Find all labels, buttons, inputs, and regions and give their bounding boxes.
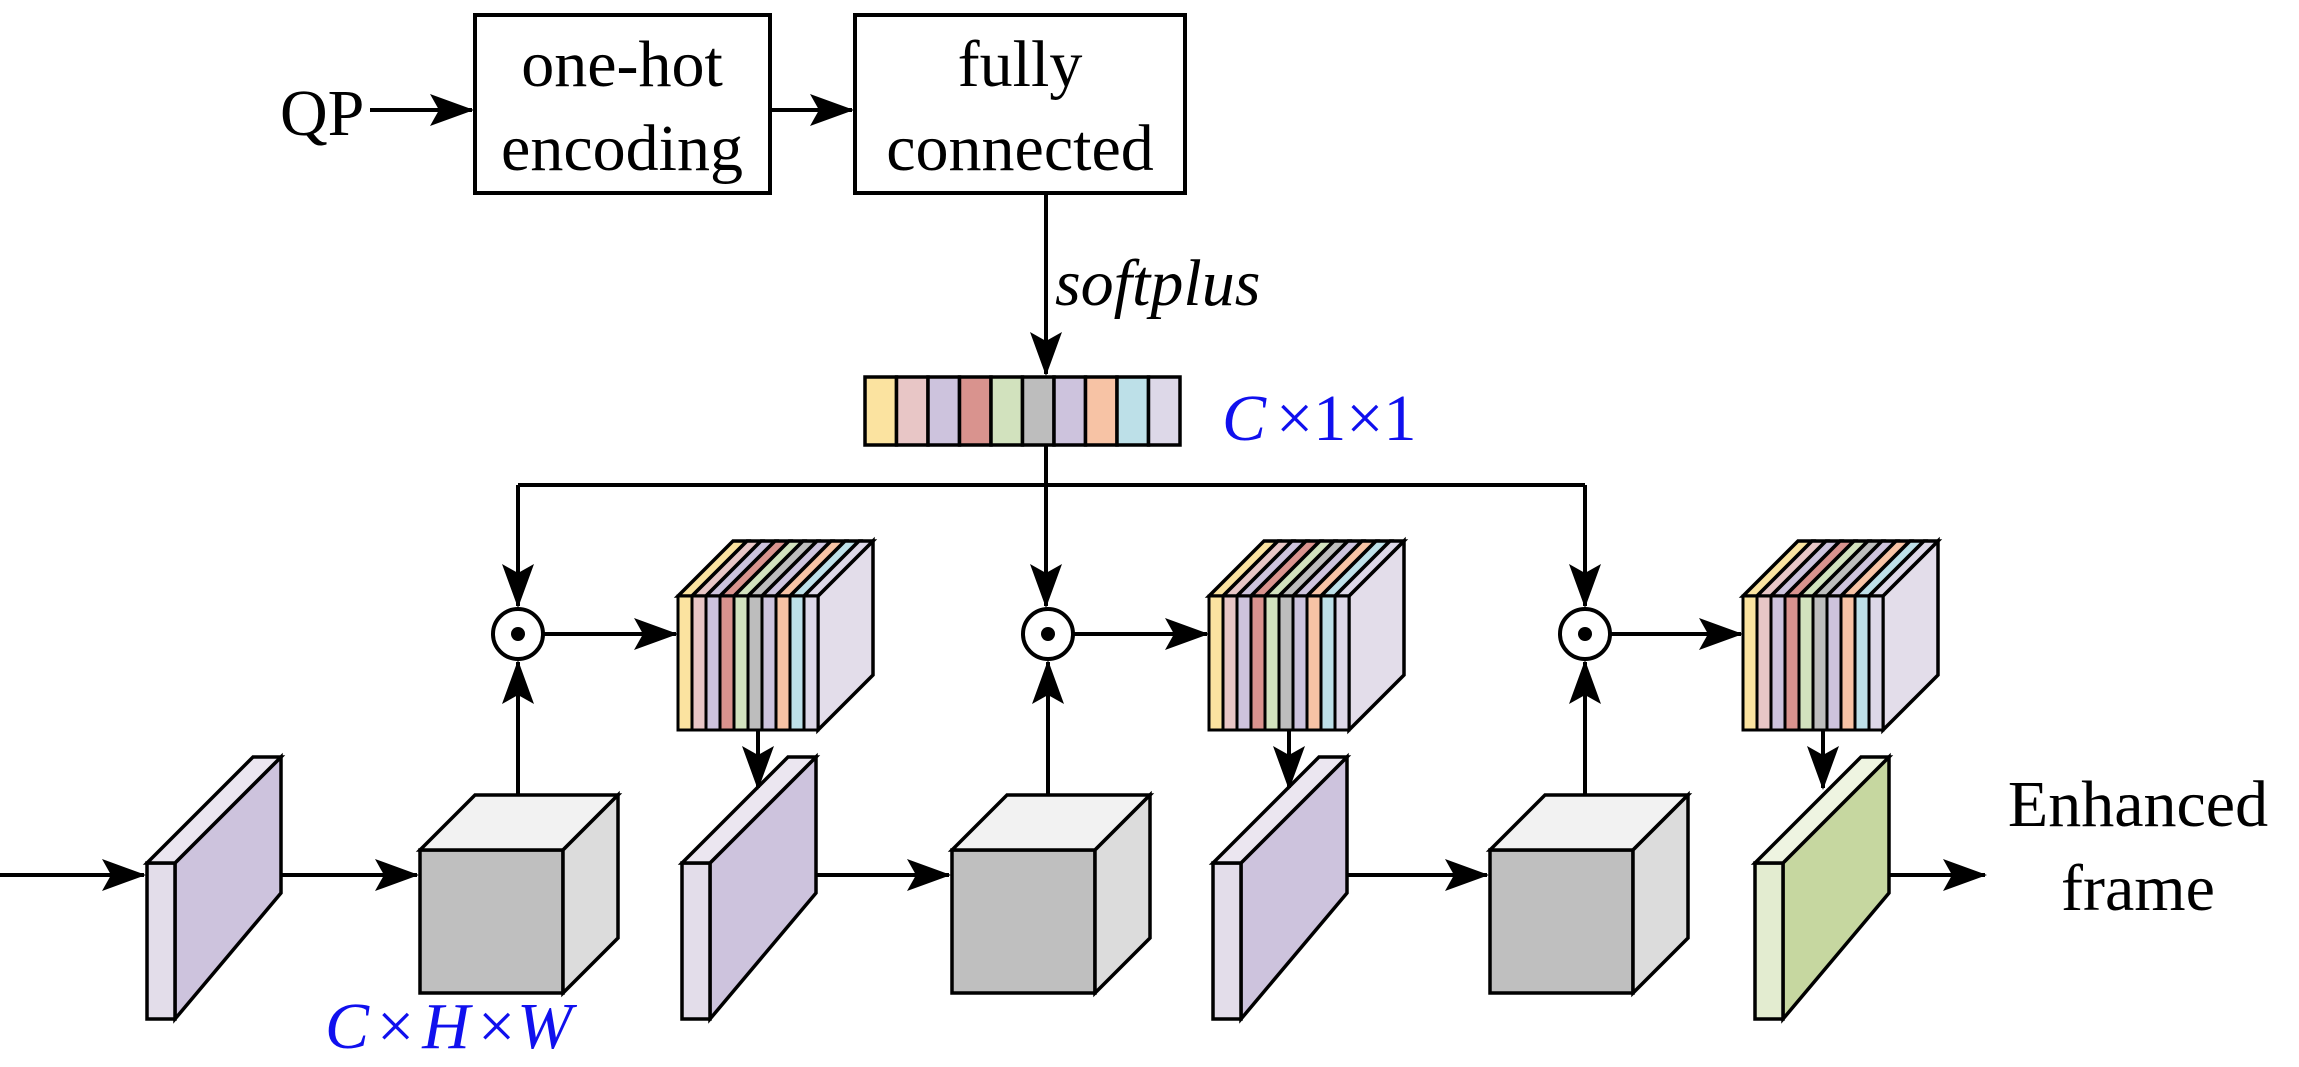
dim-times-2: ×: [1346, 382, 1383, 455]
network-blocks: [142, 536, 1943, 1024]
channel-weight-cell: [894, 375, 930, 447]
multiply-operator-2: [1021, 607, 1075, 661]
dim-one-2: 1: [1384, 382, 1417, 455]
dim-h: H: [421, 990, 473, 1062]
channel-weight-cell: [989, 375, 1025, 447]
channel-weight-cell: [957, 375, 993, 447]
channel-vector-dims: C×1×1: [1222, 382, 1417, 455]
feature-map-dims: C×H×W: [325, 990, 577, 1062]
fully-connected-box: fully connected: [853, 13, 1187, 195]
one-hot-line2: encoding: [501, 112, 743, 185]
feature-cube-3: [1485, 790, 1693, 998]
output-label-line1: Enhanced: [2008, 768, 2268, 841]
dim-times-2: ×: [478, 990, 515, 1062]
weighted-features-1: [673, 536, 878, 735]
output-label-line2: frame: [2061, 852, 2215, 925]
conv-plate-3: [1208, 752, 1352, 1024]
conv-plate-1: [142, 752, 286, 1024]
channel-weight-vector: [863, 375, 1182, 447]
channel-weight-cell: [1115, 375, 1151, 447]
weighted-features-3: [1738, 536, 1943, 735]
multiply-operator-3: [1558, 607, 1612, 661]
one-hot-line1: one-hot: [521, 28, 723, 101]
qp-label: QP: [280, 77, 364, 150]
dim-c: C: [325, 990, 370, 1062]
softplus-label: softplus: [1055, 247, 1260, 320]
dim-times-1: ×: [377, 990, 414, 1062]
feature-cube-2: [947, 790, 1155, 998]
fully-connected-line2: connected: [886, 112, 1154, 185]
channel-weight-cell: [926, 375, 962, 447]
dim-times-1: ×: [1276, 382, 1313, 455]
feature-cube-1: [415, 790, 623, 998]
dim-one-1: 1: [1313, 382, 1346, 455]
fully-connected-line1: fully: [958, 28, 1083, 101]
multiply-operator-1: [491, 607, 545, 661]
dim-c: C: [1222, 382, 1267, 455]
channel-weight-cell: [1052, 375, 1088, 447]
weighted-features-2: [1204, 536, 1409, 735]
conv-plate-2: [677, 752, 821, 1024]
one-hot-encoding-box: one-hot encoding: [473, 13, 772, 195]
channel-weight-cell: [863, 375, 899, 447]
channel-weight-cell: [1083, 375, 1119, 447]
output-plate: [1750, 752, 1894, 1024]
connection-arrows: [0, 94, 1987, 891]
channel-weight-cell: [1146, 375, 1182, 447]
dim-w: W: [517, 990, 577, 1062]
channel-weight-cell: [1020, 375, 1056, 447]
